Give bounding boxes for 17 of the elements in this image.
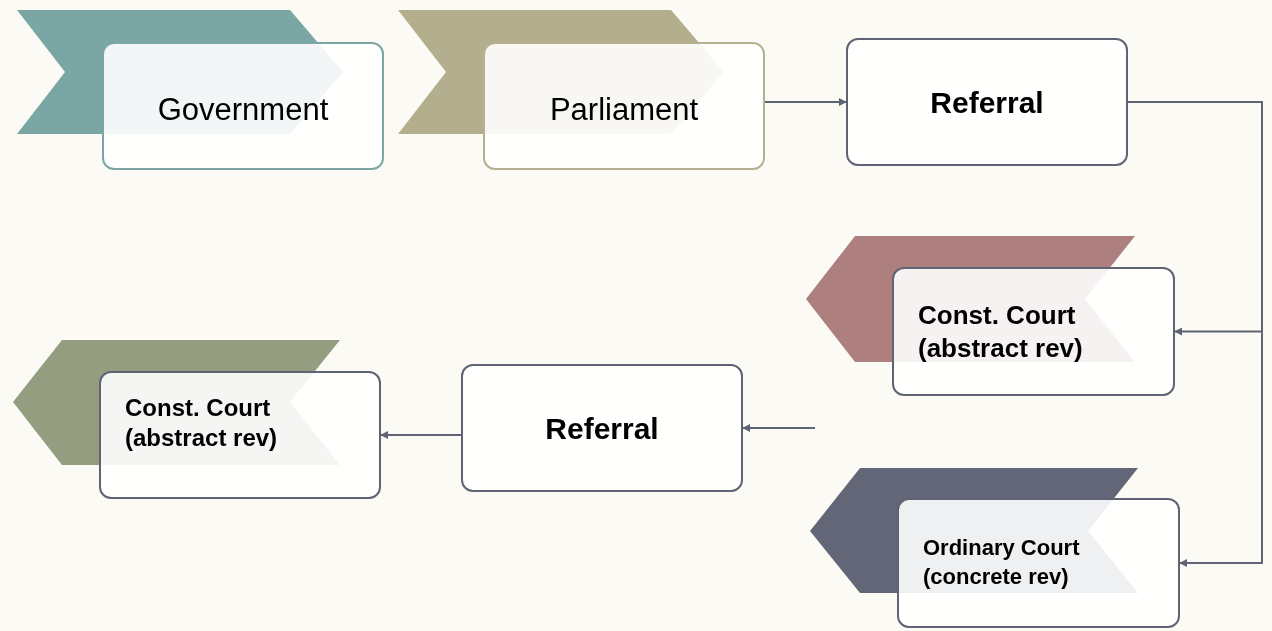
node-label: Const. Court (abstract rev) (125, 393, 279, 453)
arrow (742, 424, 816, 432)
process-box (99, 371, 381, 499)
node-label: Referral (930, 84, 1044, 121)
node-label: Const. Court (abstract rev) (918, 299, 1084, 364)
node-label: Parliament (549, 90, 699, 129)
node-label: Referral (545, 410, 659, 447)
node-label: Ordinary Court (concrete rev) (923, 534, 1081, 591)
process-box (897, 498, 1180, 628)
node-label: Government (157, 90, 329, 129)
arrow (764, 98, 847, 106)
process-box (461, 364, 743, 492)
process-box (846, 38, 1128, 166)
process-box (483, 42, 765, 170)
process-box (102, 42, 384, 170)
arrow (380, 431, 462, 439)
process-box (892, 267, 1175, 396)
